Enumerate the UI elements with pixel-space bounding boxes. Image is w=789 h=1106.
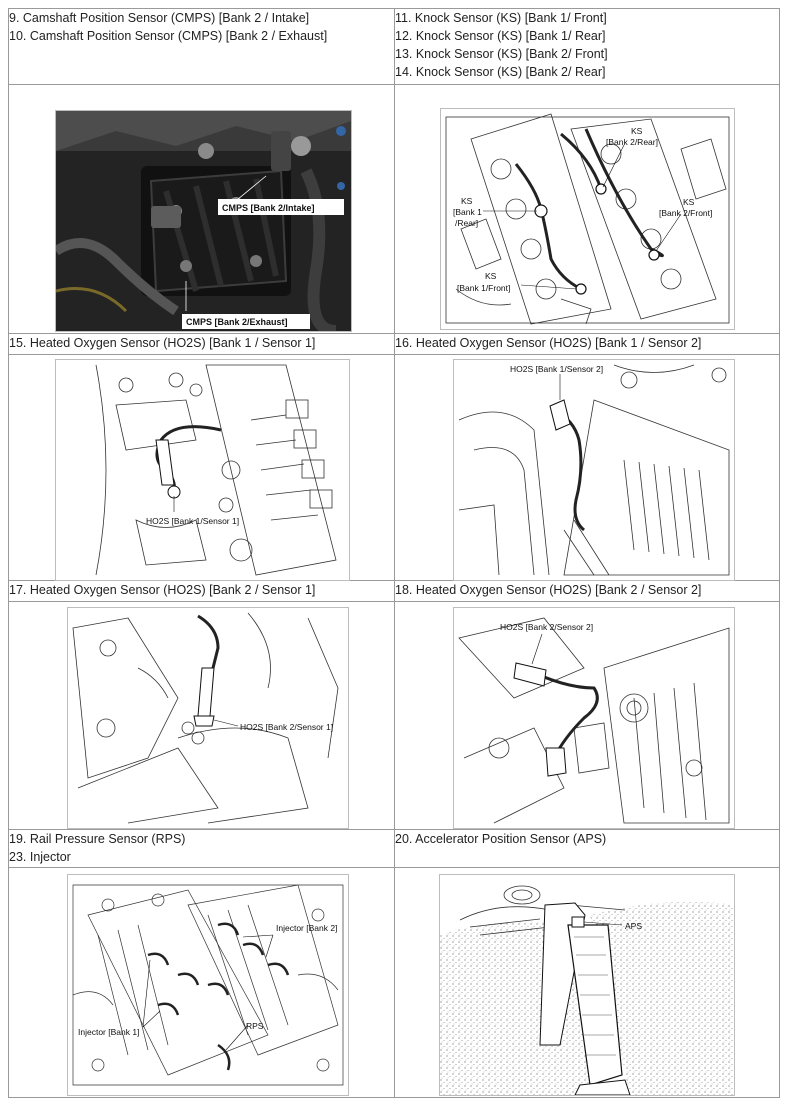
callout-ho2s-b2s1: HO2S [Bank 2/Sensor 1] bbox=[240, 722, 333, 732]
callout-ks-b2-rear-detail: [Bank 2/Rear] bbox=[606, 137, 658, 147]
rps-injector-diagram: Injector [Bank 2] Injector [Bank 1] RPS bbox=[67, 874, 349, 1096]
figure-cell-aps: APS bbox=[394, 867, 780, 1098]
figure-row-1: CMPS [Bank 2/Intake] CMPS [Bank 2/Exhaus… bbox=[8, 84, 780, 334]
label-ho2s-b1s2: 16. Heated Oxygen Sensor (HO2S) [Bank 1 … bbox=[395, 336, 702, 350]
figure-cell-rps-injector: Injector [Bank 2] Injector [Bank 1] RPS bbox=[8, 867, 395, 1098]
figure-row-3: HO2S [Bank 2/Sensor 1] bbox=[8, 601, 780, 830]
callout-ks-b1-front-detail: [Bank 1/Front] bbox=[457, 283, 510, 293]
callout-ho2s-b2s2: HO2S [Bank 2/Sensor 2] bbox=[500, 622, 593, 632]
label-row-4: 19. Rail Pressure Sensor (RPS) 23. Injec… bbox=[8, 829, 780, 868]
label-cell-aps: 20. Accelerator Position Sensor (APS) bbox=[394, 829, 780, 868]
label-cmps-intake: 9. Camshaft Position Sensor (CMPS) [Bank… bbox=[9, 11, 310, 25]
label-cell-cmps: 9. Camshaft Position Sensor (CMPS) [Bank… bbox=[8, 8, 395, 85]
label-ho2s-b1s1: 15. Heated Oxygen Sensor (HO2S) [Bank 1 … bbox=[9, 336, 316, 350]
callout-ks-b2-front-title: KS bbox=[683, 197, 695, 207]
ho2s-b2s1-diagram: HO2S [Bank 2/Sensor 1] bbox=[67, 607, 349, 829]
label-ks-b2-rear: 14. Knock Sensor (KS) [Bank 2/ Rear] bbox=[395, 65, 606, 79]
ks-diagram: KS [Bank 2/Rear] KS [Bank 1 /Rear] KS [B… bbox=[440, 108, 735, 330]
figure-cell-ho2s-b1s1: HO2S [Bank 1/Sensor 1] bbox=[8, 354, 395, 581]
label-cell-ho2s-b1s1: 15. Heated Oxygen Sensor (HO2S) [Bank 1 … bbox=[8, 333, 395, 355]
label-row-2: 15. Heated Oxygen Sensor (HO2S) [Bank 1 … bbox=[8, 333, 780, 355]
figure-row-4: Injector [Bank 2] Injector [Bank 1] RPS bbox=[8, 867, 780, 1098]
label-ks-b1-front: 11. Knock Sensor (KS) [Bank 1/ Front] bbox=[395, 11, 607, 25]
figure-row-2: HO2S [Bank 1/Sensor 1] bbox=[8, 354, 780, 581]
label-ks-b2-front: 13. Knock Sensor (KS) [Bank 2/ Front] bbox=[395, 47, 608, 61]
cmps-photo-drawing: CMPS [Bank 2/Intake] CMPS [Bank 2/Exhaus… bbox=[56, 111, 351, 331]
label-cell-ho2s-b2s1: 17. Heated Oxygen Sensor (HO2S) [Bank 2 … bbox=[8, 580, 395, 602]
figure-cell-cmps: CMPS [Bank 2/Intake] CMPS [Bank 2/Exhaus… bbox=[8, 84, 395, 334]
callout-rps: RPS bbox=[246, 1021, 264, 1031]
aps-drawing: APS bbox=[440, 885, 734, 1095]
label-ks-b1-rear: 12. Knock Sensor (KS) [Bank 1/ Rear] bbox=[395, 29, 606, 43]
component-location-table: 9. Camshaft Position Sensor (CMPS) [Bank… bbox=[8, 8, 780, 1098]
ho2s-b2s2-diagram: HO2S [Bank 2/Sensor 2] bbox=[453, 607, 735, 829]
ho2s-b1s2-diagram: HO2S [Bank 1/Sensor 2] bbox=[453, 359, 735, 581]
ho2s-b1s1-drawing: HO2S [Bank 1/Sensor 1] bbox=[95, 364, 337, 576]
callout-ks-b1-rear-detail-2: /Rear] bbox=[455, 218, 478, 228]
callout-cmps-intake: CMPS [Bank 2/Intake] bbox=[222, 203, 315, 213]
callout-ks-b1-rear-detail: [Bank 1 bbox=[453, 207, 482, 217]
callout-injector-bank1: Injector [Bank 1] bbox=[78, 1027, 139, 1037]
aps-diagram: APS bbox=[439, 874, 735, 1096]
figure-cell-ho2s-b2s1: HO2S [Bank 2/Sensor 1] bbox=[8, 601, 395, 830]
label-ho2s-b2s2: 18. Heated Oxygen Sensor (HO2S) [Bank 2 … bbox=[395, 583, 702, 597]
callout-cmps-exhaust: CMPS [Bank 2/Exhaust] bbox=[186, 317, 288, 327]
ho2s-b2s1-drawing: HO2S [Bank 2/Sensor 1] bbox=[72, 612, 339, 824]
figure-cell-ks: KS [Bank 2/Rear] KS [Bank 1 /Rear] KS [B… bbox=[394, 84, 780, 334]
label-cell-ho2s-b2s2: 18. Heated Oxygen Sensor (HO2S) [Bank 2 … bbox=[394, 580, 780, 602]
ho2s-b1s1-diagram: HO2S [Bank 1/Sensor 1] bbox=[55, 359, 350, 581]
ho2s-b2s2-drawing: HO2S [Bank 2/Sensor 2] bbox=[458, 617, 730, 824]
callout-ks-b1-front-title: KS bbox=[485, 271, 497, 281]
figure-cell-ho2s-b2s2: HO2S [Bank 2/Sensor 2] bbox=[394, 601, 780, 830]
callout-injector-bank2: Injector [Bank 2] bbox=[276, 923, 337, 933]
ho2s-b1s2-drawing: HO2S [Bank 1/Sensor 2] bbox=[458, 364, 730, 576]
callout-ho2s-b1s2: HO2S [Bank 1/Sensor 2] bbox=[510, 364, 603, 374]
ks-diagram-drawing: KS [Bank 2/Rear] KS [Bank 1 /Rear] KS [B… bbox=[445, 113, 730, 325]
callout-ks-b1-rear-title: KS bbox=[461, 196, 473, 206]
label-ho2s-b2s1: 17. Heated Oxygen Sensor (HO2S) [Bank 2 … bbox=[9, 583, 316, 597]
label-row-1: 9. Camshaft Position Sensor (CMPS) [Bank… bbox=[8, 8, 780, 85]
label-cell-ho2s-b1s2: 16. Heated Oxygen Sensor (HO2S) [Bank 1 … bbox=[394, 333, 780, 355]
callout-ks-b2-rear-title: KS bbox=[631, 126, 643, 136]
rps-injector-drawing: Injector [Bank 2] Injector [Bank 1] RPS bbox=[72, 884, 344, 1086]
label-rps: 19. Rail Pressure Sensor (RPS) bbox=[9, 832, 186, 846]
callout-ks-b2-front-detail: [Bank 2/Front] bbox=[659, 208, 712, 218]
label-cell-ks: 11. Knock Sensor (KS) [Bank 1/ Front] 12… bbox=[394, 8, 780, 85]
label-cmps-exhaust: 10. Camshaft Position Sensor (CMPS) [Ban… bbox=[9, 29, 328, 43]
label-aps: 20. Accelerator Position Sensor (APS) bbox=[395, 832, 607, 846]
cmps-photo: CMPS [Bank 2/Intake] CMPS [Bank 2/Exhaus… bbox=[55, 110, 352, 332]
figure-cell-ho2s-b1s2: HO2S [Bank 1/Sensor 2] bbox=[394, 354, 780, 581]
label-cell-rps-injector: 19. Rail Pressure Sensor (RPS) 23. Injec… bbox=[8, 829, 395, 868]
label-injector: 23. Injector bbox=[9, 850, 71, 864]
callout-aps: APS bbox=[625, 921, 642, 931]
label-row-3: 17. Heated Oxygen Sensor (HO2S) [Bank 2 … bbox=[8, 580, 780, 602]
callout-ho2s-b1s1: HO2S [Bank 1/Sensor 1] bbox=[146, 516, 239, 526]
